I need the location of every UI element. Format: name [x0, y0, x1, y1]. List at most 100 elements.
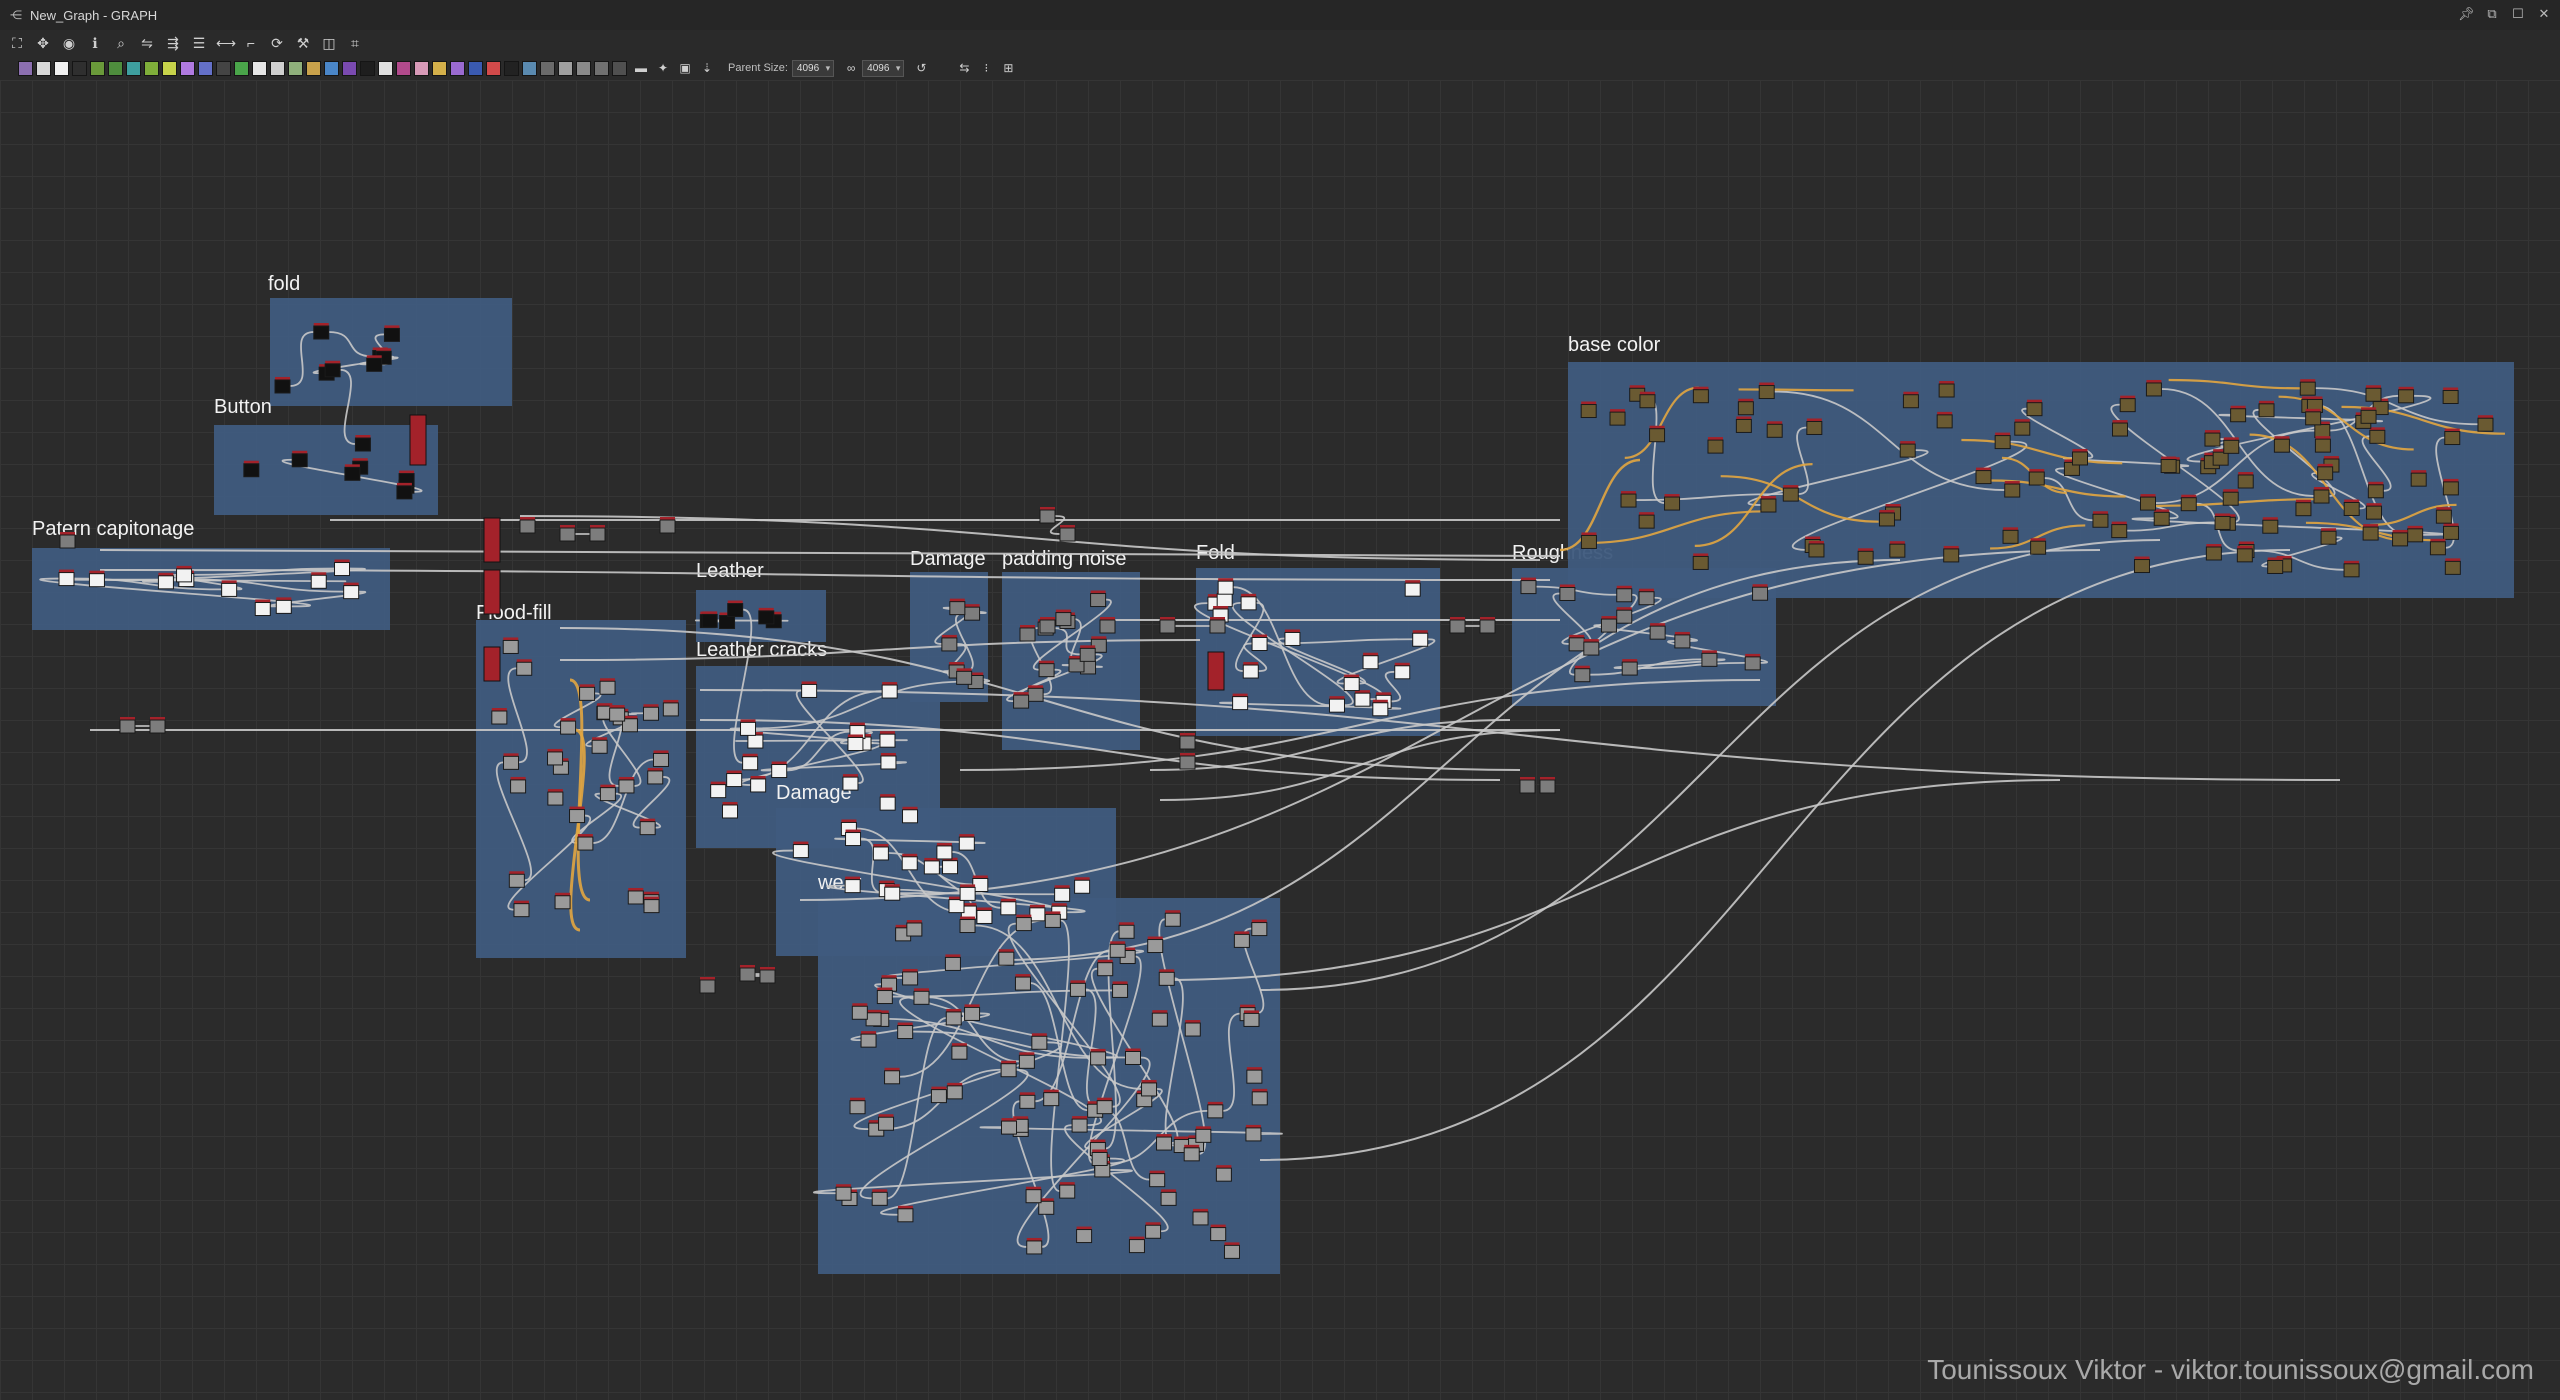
graph-node[interactable]	[879, 794, 896, 811]
graph-node[interactable]	[1195, 1126, 1212, 1143]
graph-node[interactable]	[1620, 491, 1637, 508]
graph-node[interactable]	[2236, 545, 2253, 563]
graph-node[interactable]	[2305, 408, 2322, 426]
graph-node[interactable]	[897, 1205, 914, 1223]
graph-node[interactable]	[1112, 981, 1129, 998]
graph-node[interactable]	[1019, 1092, 1036, 1109]
graph-node[interactable]	[254, 599, 271, 617]
graph-node[interactable]	[354, 435, 371, 452]
graph-node[interactable]	[750, 775, 767, 793]
graph-node[interactable]	[2014, 419, 2031, 436]
node-type-button[interactable]	[468, 60, 483, 76]
graph-node[interactable]	[1559, 584, 1576, 601]
graph-node[interactable]	[577, 834, 594, 851]
graph-node[interactable]	[324, 360, 341, 378]
graph-node[interactable]	[157, 572, 174, 590]
node-graph[interactable]	[0, 80, 2560, 1400]
graph-node[interactable]	[1394, 662, 1411, 680]
graph-node[interactable]	[881, 682, 898, 699]
node-type-button[interactable]	[108, 60, 123, 76]
graph-node[interactable]	[2230, 405, 2247, 423]
graph-node[interactable]	[1179, 733, 1196, 750]
graph-node[interactable]	[710, 781, 727, 799]
graph-node[interactable]	[959, 884, 976, 901]
graph-node[interactable]	[1039, 507, 1056, 524]
graph-node[interactable]	[860, 1031, 877, 1048]
graph-node[interactable]	[1701, 650, 1718, 667]
graph-node[interactable]	[516, 659, 533, 676]
graph-node[interactable]	[1128, 1236, 1145, 1254]
graph-node[interactable]	[1000, 898, 1017, 916]
list-icon[interactable]: ☰	[192, 35, 206, 51]
graph-node[interactable]	[1674, 631, 1691, 649]
graph-node[interactable]	[1692, 386, 1709, 404]
graph-node[interactable]	[1251, 919, 1268, 937]
graph-node[interactable]	[1580, 532, 1597, 549]
node-toggle-icon[interactable]: ⇆	[959, 61, 970, 75]
graph-node[interactable]	[589, 525, 606, 542]
graph-node[interactable]	[1692, 553, 1709, 570]
graph-node[interactable]	[560, 718, 577, 735]
graph-node[interactable]	[998, 949, 1015, 966]
graph-node[interactable]	[699, 977, 716, 994]
graph-node[interactable]	[2295, 499, 2312, 517]
graph-node[interactable]	[1243, 1010, 1260, 1027]
graph-node[interactable]	[2365, 385, 2382, 402]
node-type-button[interactable]	[36, 60, 51, 76]
graph-node[interactable]	[1029, 904, 1046, 922]
graph-node[interactable]	[2299, 379, 2316, 396]
graph-node[interactable]	[1000, 1060, 1017, 1078]
graph-node[interactable]	[719, 612, 736, 629]
graph-node[interactable]	[1118, 922, 1135, 939]
graph-node[interactable]	[547, 789, 564, 806]
node-type-button[interactable]	[270, 60, 285, 76]
graph-node[interactable]	[366, 355, 383, 372]
graph-node[interactable]	[2026, 399, 2043, 417]
graph-node[interactable]	[945, 1008, 962, 1026]
graph-node[interactable]	[1192, 1208, 1209, 1226]
maximize-icon[interactable]: ☐	[2512, 6, 2524, 21]
graph-node[interactable]	[642, 704, 659, 721]
graph-node[interactable]	[652, 750, 669, 767]
graph-node[interactable]	[1242, 662, 1259, 679]
reset-icon[interactable]: ↺	[916, 61, 927, 75]
graph-node[interactable]	[726, 770, 743, 788]
graph-node[interactable]	[1125, 1048, 1142, 1065]
node-type-button[interactable]	[414, 60, 429, 76]
graph-node[interactable]	[1737, 398, 1754, 416]
graph-node[interactable]	[643, 896, 660, 914]
graph-node[interactable]	[727, 600, 744, 618]
graph-node[interactable]	[739, 965, 756, 982]
graph-node[interactable]	[334, 559, 351, 577]
graph-node[interactable]	[844, 876, 861, 894]
graph-node[interactable]	[221, 580, 238, 597]
graph-node[interactable]	[1233, 931, 1250, 948]
graph-node[interactable]	[902, 968, 919, 986]
graph-node[interactable]	[1449, 617, 1466, 634]
graph-node[interactable]	[942, 857, 959, 875]
graph-node[interactable]	[913, 988, 930, 1005]
graph-node[interactable]	[1096, 1097, 1113, 1115]
graph-node[interactable]	[2002, 527, 2019, 544]
pin-icon[interactable]: 📌︎	[2458, 6, 2475, 21]
graph-node[interactable]	[842, 774, 859, 791]
graph-node[interactable]	[2320, 528, 2337, 545]
graph-node[interactable]	[946, 1082, 963, 1100]
graph-node[interactable]	[2360, 407, 2377, 424]
graph-node[interactable]	[1938, 381, 1955, 398]
node-type-button[interactable]	[90, 60, 105, 76]
graph-node[interactable]	[2160, 456, 2177, 474]
graph-node[interactable]	[310, 572, 327, 589]
comment-icon[interactable]: ▬	[635, 61, 647, 75]
graph-node[interactable]	[662, 699, 679, 717]
graph-node[interactable]	[2153, 509, 2170, 526]
graph-node[interactable]	[409, 414, 427, 466]
graph-node[interactable]	[722, 801, 739, 819]
graph-node[interactable]	[639, 818, 656, 836]
graph-node[interactable]	[1158, 969, 1175, 986]
graph-node[interactable]	[1372, 699, 1389, 717]
graph-node[interactable]	[1069, 980, 1086, 997]
graph-node[interactable]	[647, 767, 664, 785]
graph-node[interactable]	[659, 517, 676, 534]
graph-node[interactable]	[2223, 437, 2240, 454]
